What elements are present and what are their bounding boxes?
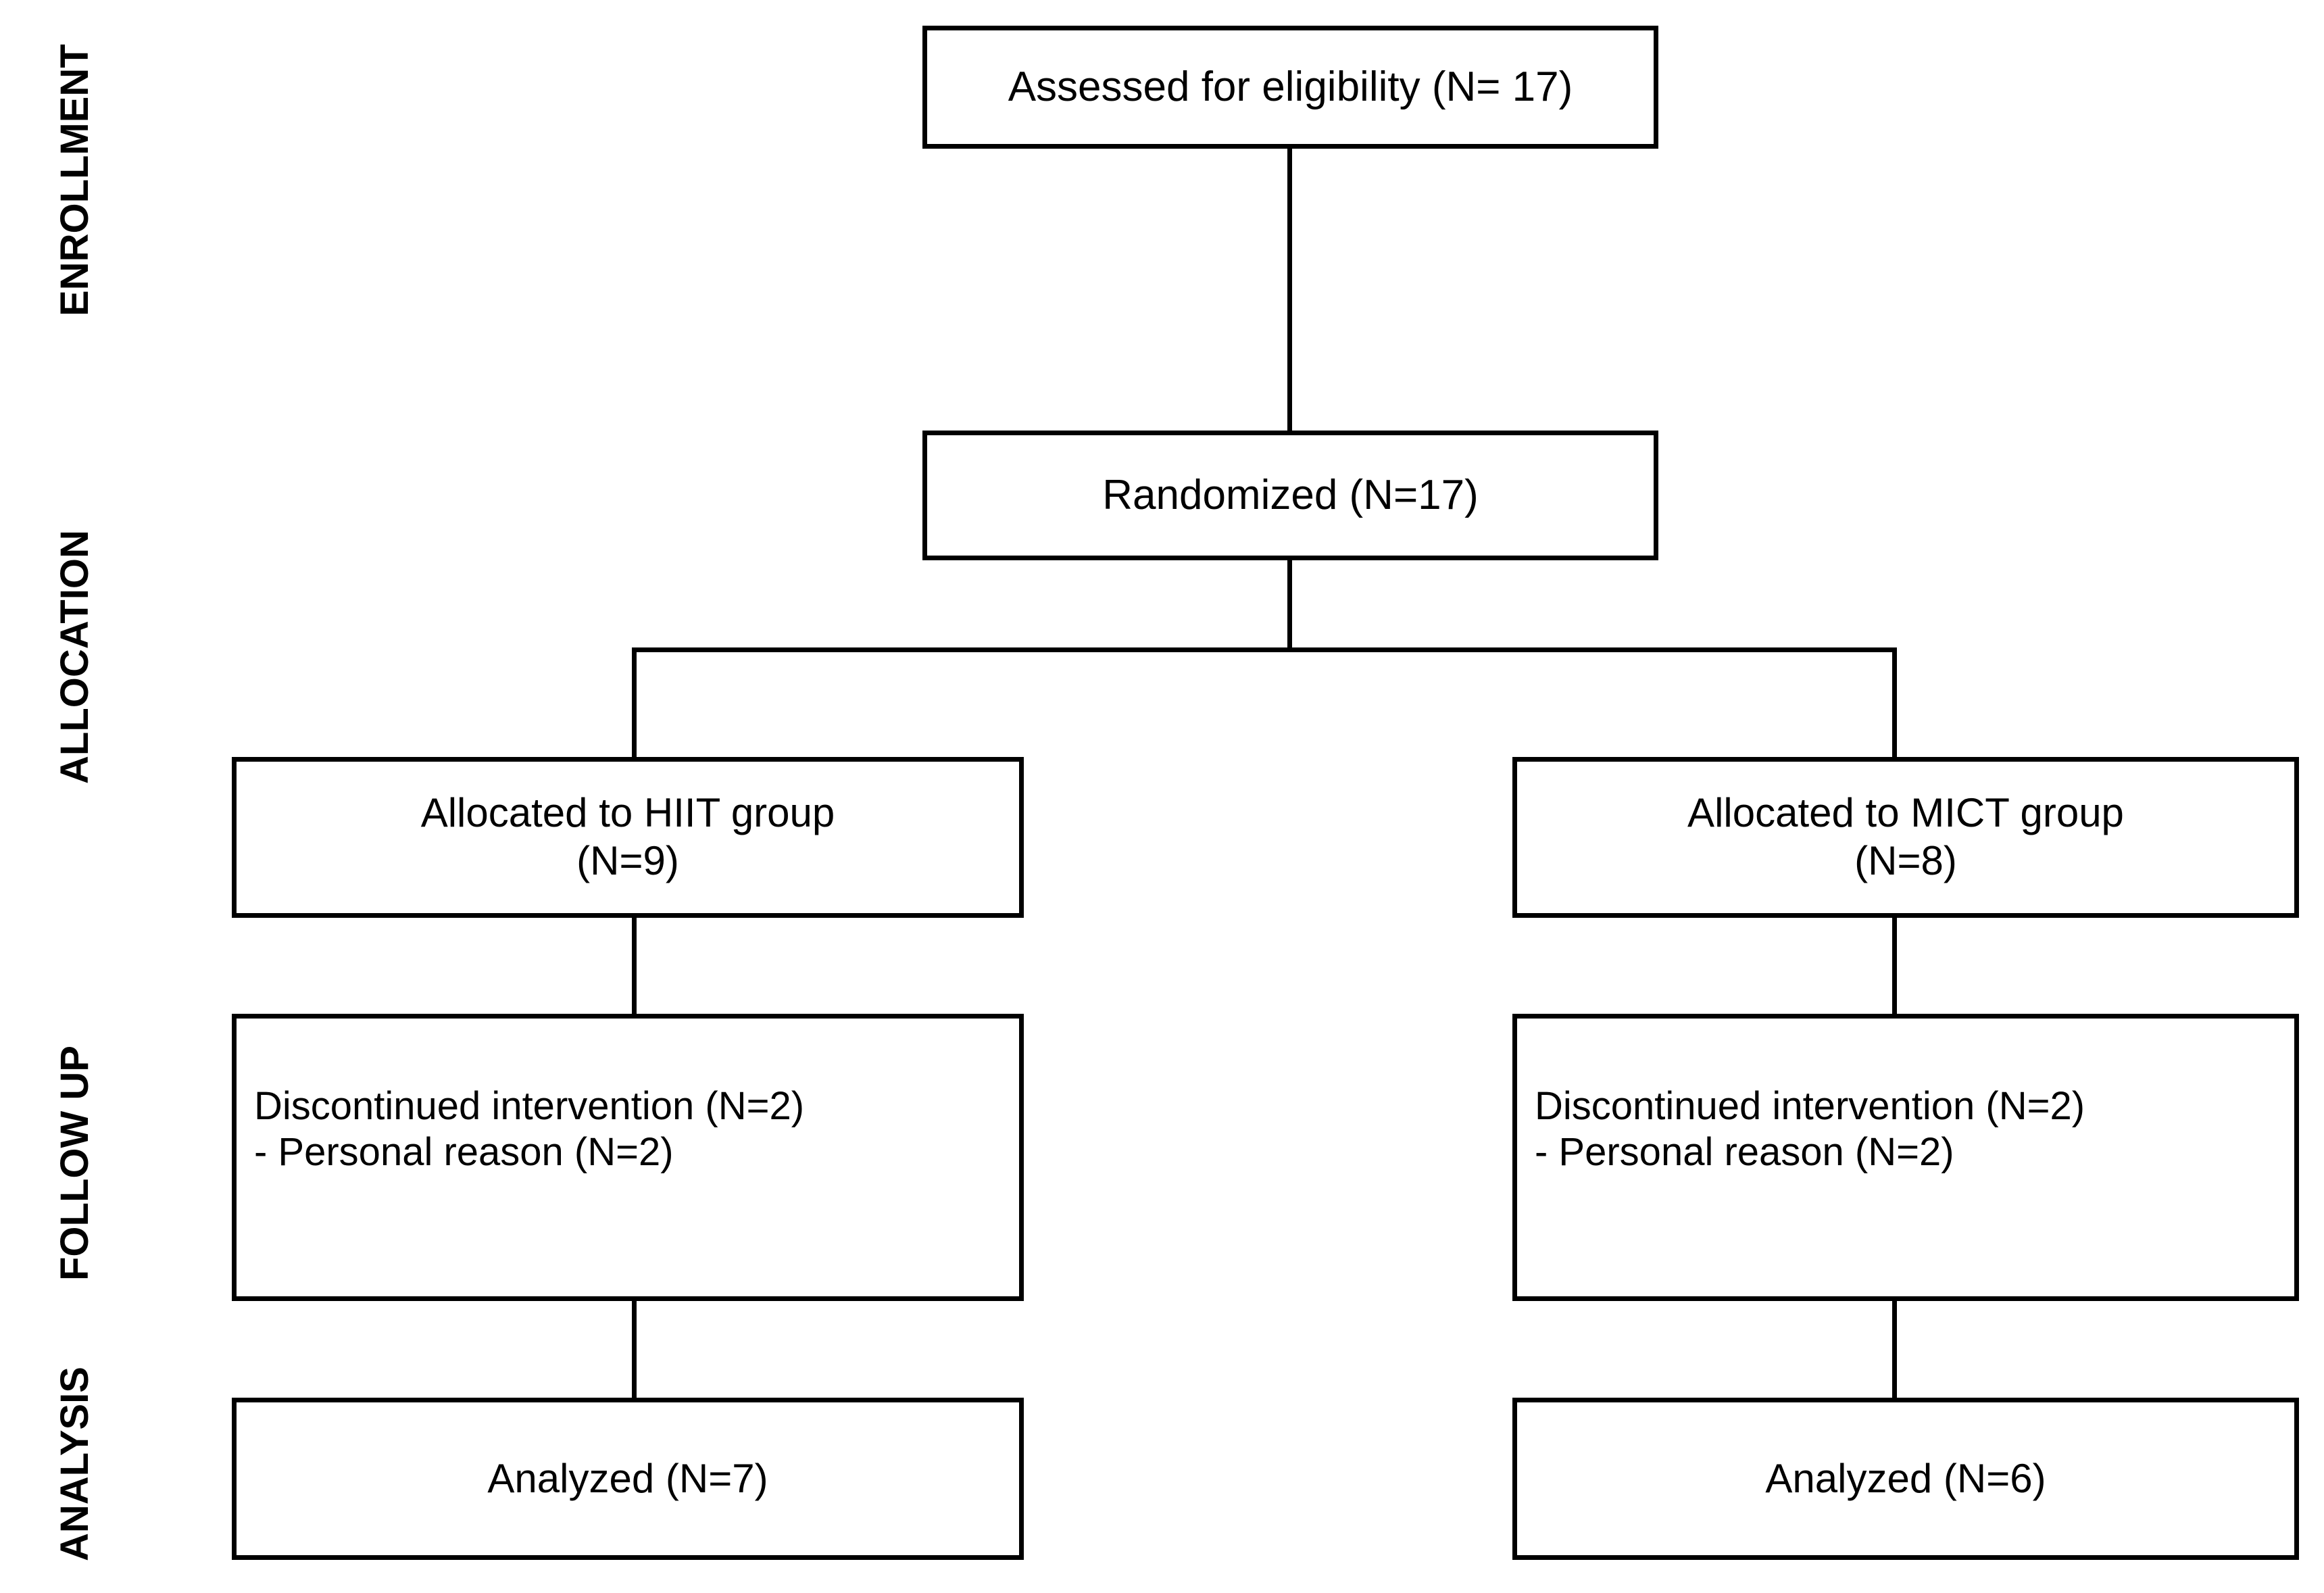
- connector-split-horizontal: [632, 647, 1897, 652]
- node-randomized-line-1: Randomized (N=17): [1102, 472, 1479, 519]
- node-discontinued-mict-line-1: Discontinued intervention (N=2): [1535, 1084, 2085, 1128]
- connector-mict-alloc-to-followup: [1892, 916, 1897, 1017]
- node-analyzed-hiit: Analyzed (N=7): [232, 1398, 1024, 1560]
- stage-label-analysis: ANALYSIS: [53, 1367, 97, 1561]
- node-assessed-for-eligibility: Assessed for eligibility (N= 17): [922, 26, 1658, 149]
- node-discontinued-hiit-line-2: - Personal reason (N=2): [254, 1130, 674, 1175]
- stage-label-enrollment: ENROLLMENT: [53, 44, 97, 316]
- node-randomized: Randomized (N=17): [922, 431, 1658, 560]
- node-analyzed-hiit-line-1: Analyzed (N=7): [487, 1455, 768, 1501]
- node-discontinued-mict-line-2: - Personal reason (N=2): [1535, 1130, 1954, 1175]
- node-allocated-mict-line-1: Allocated to MICT group: [1687, 790, 2124, 836]
- connector-split-to-mict: [1892, 647, 1897, 759]
- connector-assessed-to-randomized: [1287, 147, 1292, 433]
- connector-mict-followup-to-analyzed: [1892, 1299, 1897, 1400]
- node-discontinued-hiit: Discontinued intervention (N=2) - Person…: [232, 1014, 1024, 1301]
- connector-hiit-alloc-to-followup: [632, 916, 637, 1017]
- node-analyzed-mict: Analyzed (N=6): [1512, 1398, 2299, 1560]
- connector-randomized-to-split: [1287, 559, 1292, 652]
- node-allocated-hiit-line-1: Allocated to HIIT group: [420, 790, 835, 836]
- stage-label-follow-up: FOLLOW UP: [53, 1046, 97, 1281]
- node-analyzed-mict-line-1: Analyzed (N=6): [1765, 1455, 2046, 1501]
- node-discontinued-hiit-line-1: Discontinued intervention (N=2): [254, 1084, 805, 1128]
- node-allocated-mict-line-2: (N=8): [1854, 838, 1957, 883]
- stage-label-allocation: ALLOCATION: [53, 530, 97, 784]
- node-allocated-hiit-line-2: (N=9): [576, 838, 679, 883]
- connector-hiit-followup-to-analyzed: [632, 1299, 637, 1400]
- connector-split-to-hiit: [632, 647, 637, 759]
- node-discontinued-mict: Discontinued intervention (N=2) - Person…: [1512, 1014, 2299, 1301]
- node-allocated-hiit: Allocated to HIIT group (N=9): [232, 757, 1024, 918]
- node-allocated-mict: Allocated to MICT group (N=8): [1512, 757, 2299, 918]
- node-assessed-line-1: Assessed for eligibility (N= 17): [1008, 64, 1573, 111]
